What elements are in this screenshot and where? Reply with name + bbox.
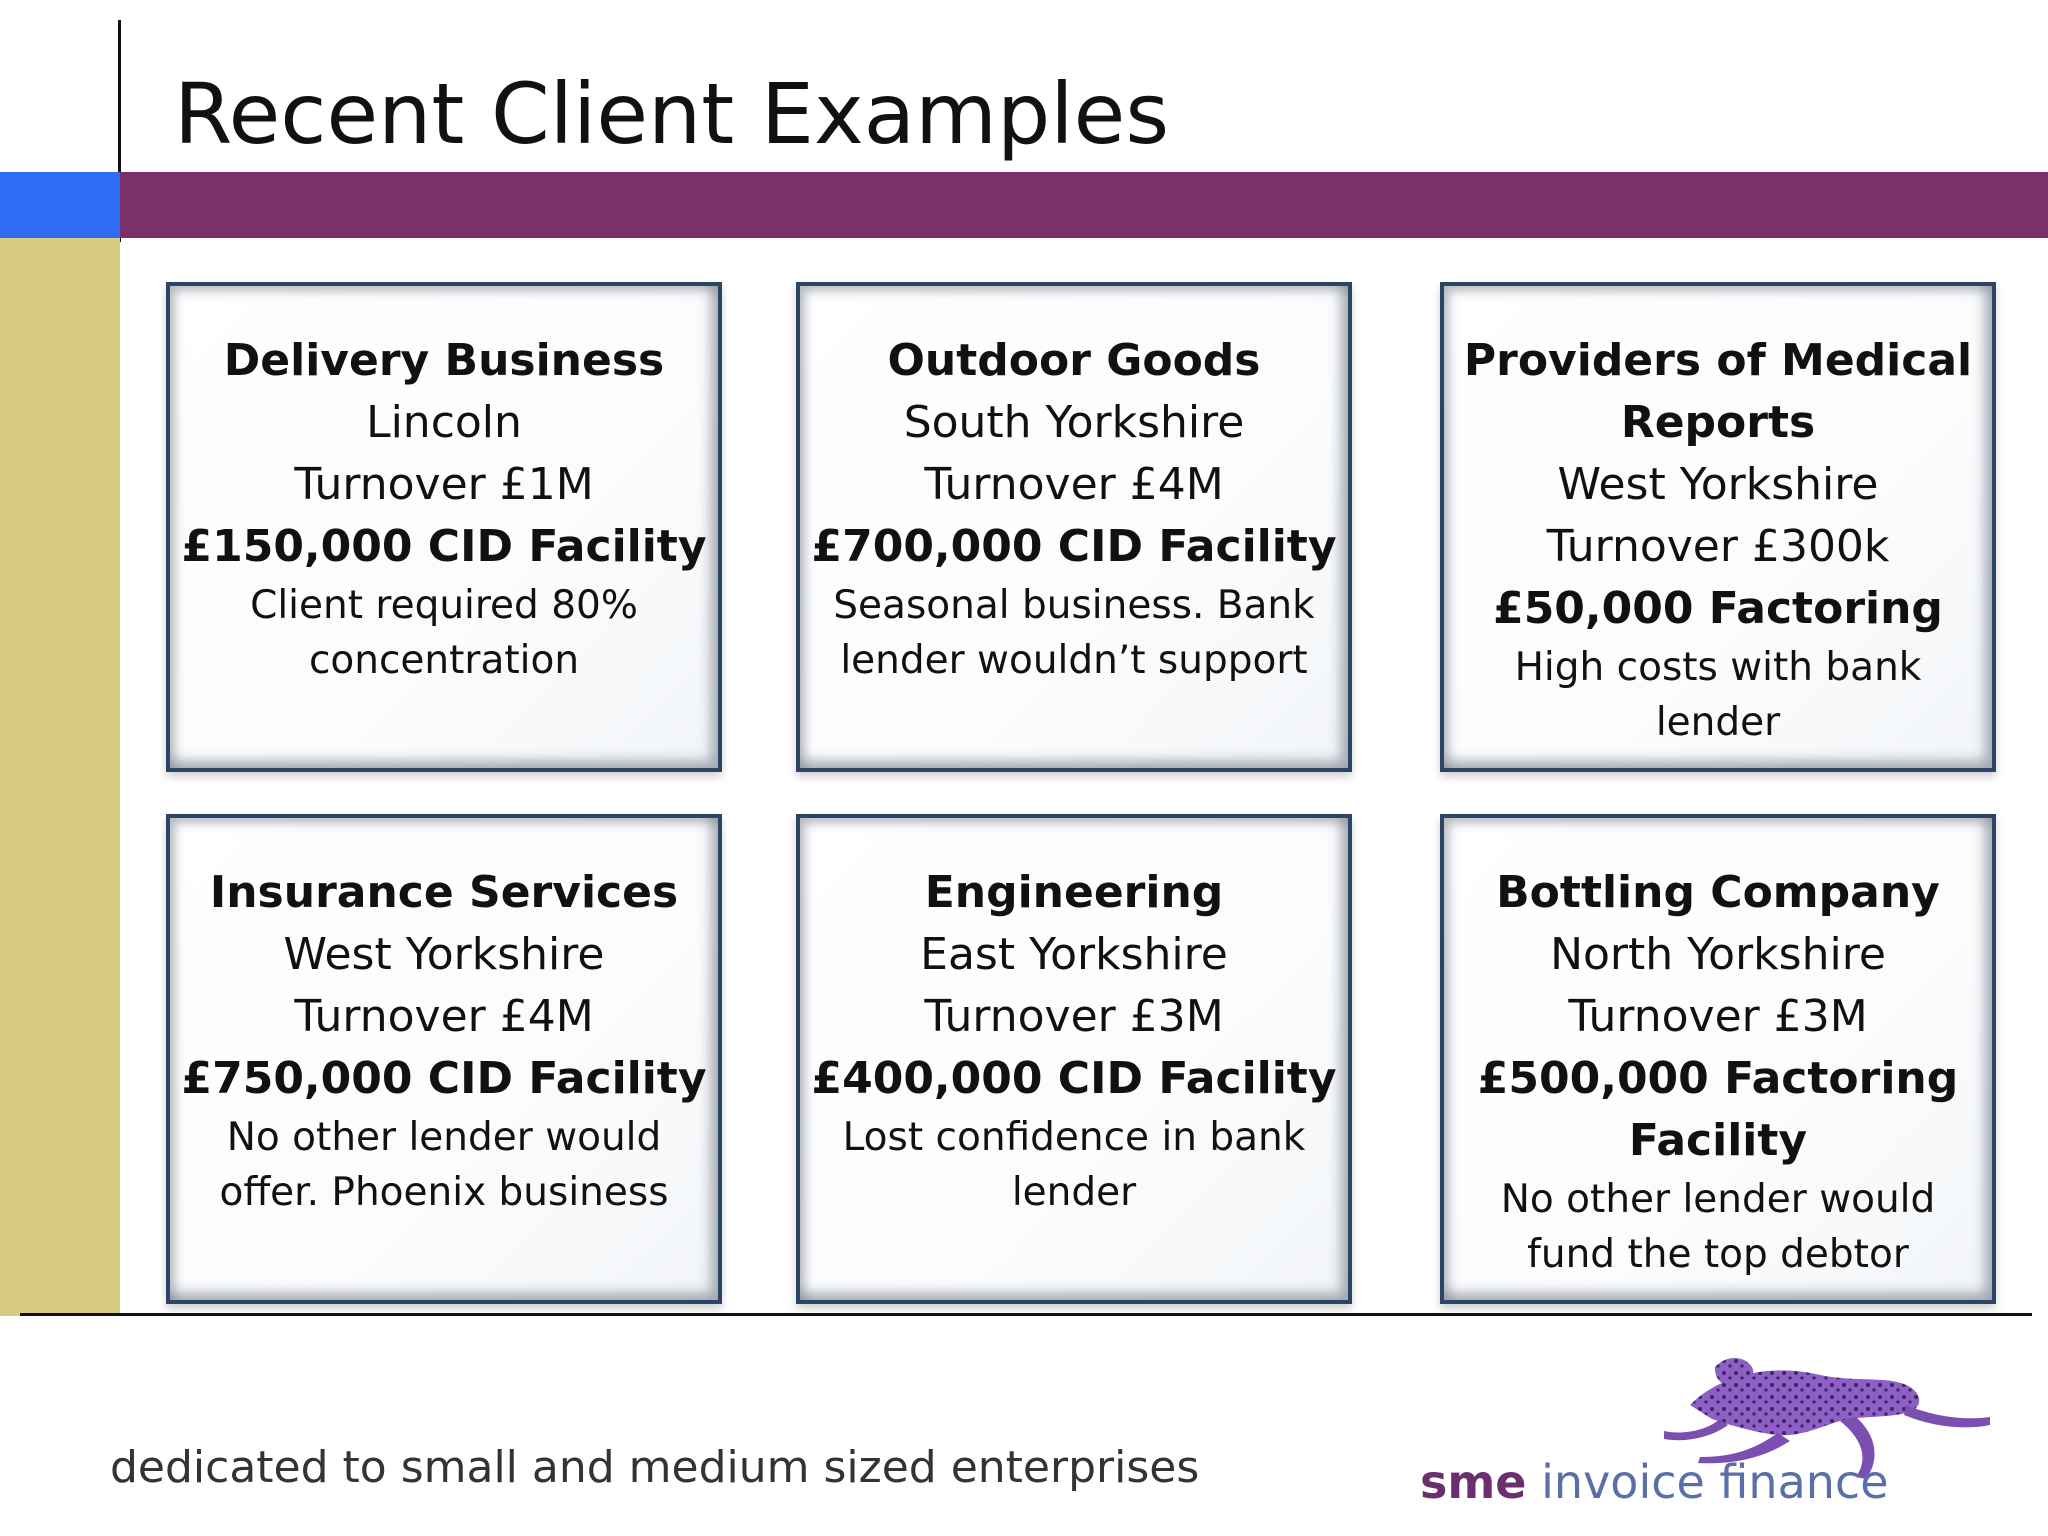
- card-line: £500,000 Factoring: [1477, 1053, 1959, 1104]
- card-line: fund the top debtor: [1527, 1232, 1909, 1277]
- title-divider: [118, 20, 121, 242]
- footer-tagline: dedicated to small and medium sized ente…: [110, 1442, 1200, 1493]
- card-line: concentration: [308, 638, 580, 683]
- card-line: Lost confidence in bank: [842, 1115, 1306, 1160]
- card-line: Outdoor Goods: [887, 335, 1261, 386]
- page-title: Recent Client Examples: [174, 65, 1170, 163]
- card-line: Delivery Business: [223, 335, 665, 386]
- card-line: Providers of Medical: [1463, 335, 1973, 386]
- logo-rest: invoice finance: [1541, 1455, 1889, 1509]
- card-line: £150,000 CID Facility: [181, 521, 707, 572]
- card-line: lender: [1011, 1170, 1137, 1215]
- card-line: Turnover £1M: [294, 459, 594, 510]
- card-line: £400,000 CID Facility: [811, 1053, 1337, 1104]
- card-line: Insurance Services: [209, 867, 679, 918]
- card-line: No other lender would: [226, 1115, 662, 1160]
- logo-wordmark: sme invoice finance: [1420, 1457, 1889, 1508]
- card-line: Client required 80%: [250, 583, 638, 628]
- card-line: West Yorkshire: [283, 929, 605, 980]
- card-line: Bottling Company: [1496, 867, 1940, 918]
- card-line: Turnover £4M: [294, 991, 594, 1042]
- card-line: North Yorkshire: [1550, 929, 1886, 980]
- card-line: East Yorkshire: [920, 929, 1228, 980]
- company-logo: sme invoice finance: [1420, 1345, 2000, 1515]
- footer-divider: [20, 1313, 2032, 1316]
- cheetah-icon: [1664, 1358, 1990, 1479]
- card-line: offer. Phoenix business: [219, 1170, 669, 1215]
- card-line: £700,000 CID Facility: [811, 521, 1337, 572]
- card-line: Turnover £300k: [1546, 521, 1890, 572]
- card-line: West Yorkshire: [1557, 459, 1879, 510]
- card-line: Reports: [1620, 397, 1816, 448]
- card-line: Seasonal business. Bank: [833, 583, 1315, 628]
- logo-brand: sme: [1420, 1455, 1527, 1509]
- card-line: Turnover £3M: [924, 991, 1224, 1042]
- card-line: lender wouldn’t support: [840, 638, 1308, 683]
- card-line: Turnover £3M: [1568, 991, 1868, 1042]
- side-bar: [0, 238, 120, 1316]
- card-line: Engineering: [924, 867, 1224, 918]
- card-line: Turnover £4M: [924, 459, 1224, 510]
- card-line: £50,000 Factoring: [1493, 583, 1943, 634]
- card-line: High costs with bank: [1514, 645, 1922, 690]
- card-line: South Yorkshire: [903, 397, 1245, 448]
- card-line: £750,000 CID Facility: [181, 1053, 707, 1104]
- card-line: No other lender would: [1500, 1177, 1936, 1222]
- accent-block-blue: [0, 172, 120, 238]
- card-line: Facility: [1628, 1115, 1808, 1166]
- header-band: [120, 172, 2048, 238]
- card-line: Lincoln: [366, 397, 522, 448]
- card-line: lender: [1655, 700, 1781, 745]
